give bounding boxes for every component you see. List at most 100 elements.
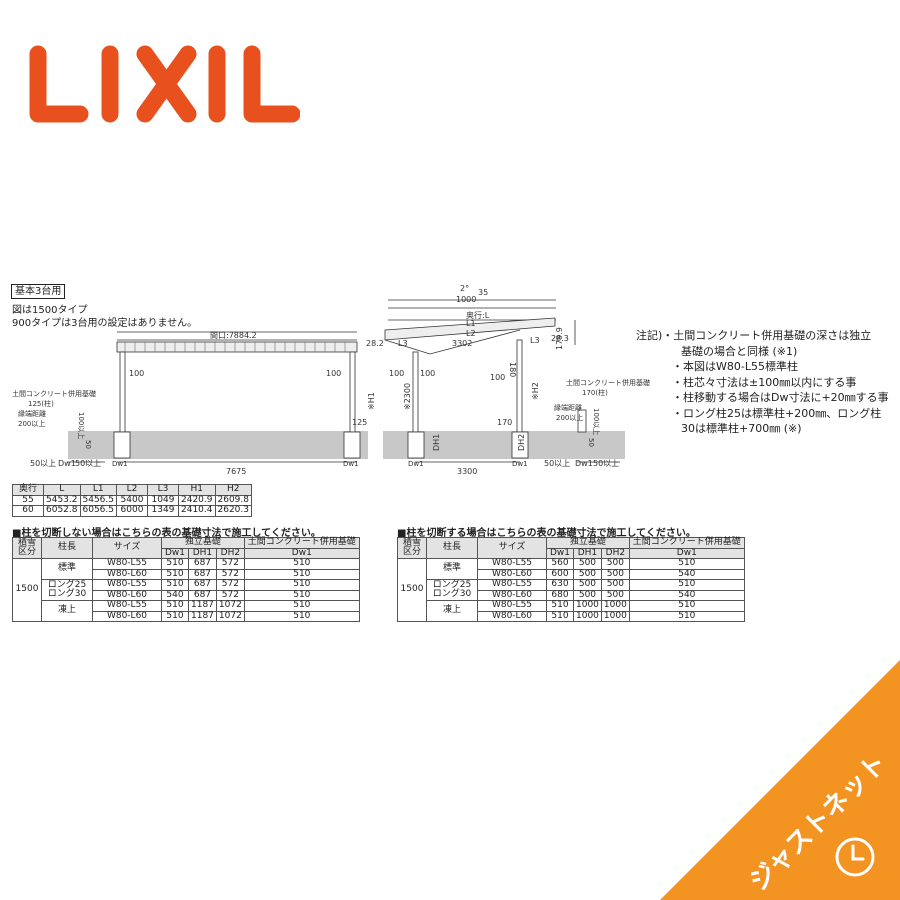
dim-cell: 2609.8: [214, 494, 252, 506]
foundation-cell: 510: [628, 579, 745, 591]
foundation-cell: 510: [628, 600, 745, 612]
note-line: 基礎の場合と同様 (※1): [681, 344, 798, 358]
side-right-179: 179.9: [555, 327, 564, 350]
sub-header: DH1: [188, 547, 217, 559]
front-dw-left: Dw1: [112, 460, 128, 468]
foundation-cell: 500: [573, 558, 602, 570]
sub-header: Dw1: [161, 547, 189, 559]
dim-cell: 5453.2: [43, 494, 81, 506]
dim-cell: 1349: [147, 505, 179, 517]
front-edge-label-1: 縁端距離: [18, 409, 46, 418]
size-header: サイズ: [477, 537, 547, 559]
side-mid: 3302: [452, 339, 472, 348]
side-left-28: 28.2: [366, 339, 384, 348]
foundation-cell: 510: [243, 610, 360, 622]
post-cell: 凍上: [426, 600, 478, 622]
foundation-cell: 510: [161, 600, 189, 612]
foundation-cell: 540: [628, 589, 745, 601]
foundation-cell: 1000: [573, 610, 602, 622]
side-l2: L2: [466, 329, 476, 338]
foundation-cell: 500: [573, 579, 602, 591]
foundation-cell: 687: [188, 579, 217, 591]
post-cell: 標準: [426, 558, 478, 580]
side-post-label: 170(柱): [582, 388, 608, 397]
foundation-cell: 687: [188, 558, 217, 570]
notes-block: 注記)・土間コンクリート併用基礎の深さは独立 基礎の場合と同様 (※1)・本図は…: [636, 328, 889, 437]
front-opening: 間口:7884.2: [210, 331, 257, 340]
foundation-cell: W80-L55: [477, 579, 547, 591]
foundation-cell: 687: [188, 568, 217, 580]
front-dw-right: Dw1: [343, 460, 359, 468]
sub-header: DH1: [573, 547, 602, 559]
foundation-cell: 510: [243, 589, 360, 601]
sub-header: Dw1: [546, 547, 574, 559]
front-span: 7675: [226, 467, 246, 476]
dim-cell: 1049: [147, 494, 179, 506]
side-l3-left: L3: [398, 339, 408, 348]
side-dim-100-mid: 100: [420, 369, 435, 378]
section-label: 基本3台用: [11, 284, 66, 299]
side-dim-170: 170: [497, 418, 512, 427]
figure-note-1: 図は1500タイプ: [12, 305, 88, 316]
foundation-cell: 500: [600, 579, 630, 591]
dim-header-cell: H2: [214, 484, 252, 496]
dim-cell: 2410.4: [178, 505, 216, 517]
table-no-cut-caption: ■柱を切断しない場合はこちらの表の基礎寸法で施工してください。: [12, 528, 321, 539]
side-slope: 2°: [460, 284, 469, 293]
front-view: [68, 331, 361, 463]
foundation-cell: W80-L55: [92, 558, 162, 570]
sub-header: Dw1: [628, 547, 745, 559]
front-right-offset: 100: [326, 369, 341, 378]
foundation-cell: W80-L55: [477, 600, 547, 612]
foundation-cell: 1072: [215, 600, 245, 612]
front-post-label: 125(柱): [28, 399, 54, 408]
front-bottom-right: 50以上: [75, 459, 101, 468]
dim-cell: 6052.8: [43, 505, 81, 517]
side-edge-label-2: 200以上: [556, 413, 583, 422]
snow-header: 積雪 区分: [12, 537, 42, 559]
post-header: 柱長: [426, 537, 478, 559]
dim-header-cell: L2: [116, 484, 148, 496]
dim-cell: 2420.9: [178, 494, 216, 506]
foundation-cell: 540: [628, 568, 745, 580]
foundation-cell: 510: [161, 610, 189, 622]
foundation-cell: W80-L60: [92, 589, 162, 601]
dim-cell: 5400: [116, 494, 148, 506]
foundation-cell: 1000: [600, 600, 630, 612]
side-bottom-left: 50以上: [544, 459, 570, 468]
side-l3-right: L3: [530, 336, 540, 345]
side-edge-label-1: 縁端距離: [554, 403, 582, 412]
dim-cell: 2620.3: [214, 505, 252, 517]
dim-cell: 6000: [116, 505, 148, 517]
independent-header: 独立基礎: [161, 537, 245, 549]
side-h1: ※H1: [367, 392, 376, 410]
side-view: [384, 299, 620, 463]
dim-header-cell: H1: [178, 484, 216, 496]
foundation-cell: 510: [546, 600, 574, 612]
side-dw1-left: Dw1: [408, 460, 424, 468]
dim-cell: 60: [12, 505, 44, 517]
side-h2: ※H2: [531, 382, 540, 400]
note-line: ・本図はW80-L55標準柱: [672, 360, 798, 373]
side-dim-100-left: 100: [389, 369, 404, 378]
foundation-cell: W80-L55: [477, 558, 547, 570]
foundation-cell: 510: [161, 579, 189, 591]
side-right-28: 28.3: [551, 334, 569, 343]
side-dw1-right: Dw1: [512, 460, 528, 468]
foundation-cell: 572: [215, 568, 245, 580]
foundation-cell: 510: [628, 558, 745, 570]
side-dh2: DH2: [517, 434, 526, 451]
slab-header: 土間コンクリート併用基礎: [243, 537, 360, 549]
front-dim-50: 50: [84, 440, 92, 449]
post-header: 柱長: [41, 537, 93, 559]
foundation-cell: 510: [243, 600, 360, 612]
front-bottom-dw: Dw1: [58, 459, 76, 468]
side-slope-value: 35: [478, 288, 488, 297]
foundation-cell: W80-L60: [477, 568, 547, 580]
